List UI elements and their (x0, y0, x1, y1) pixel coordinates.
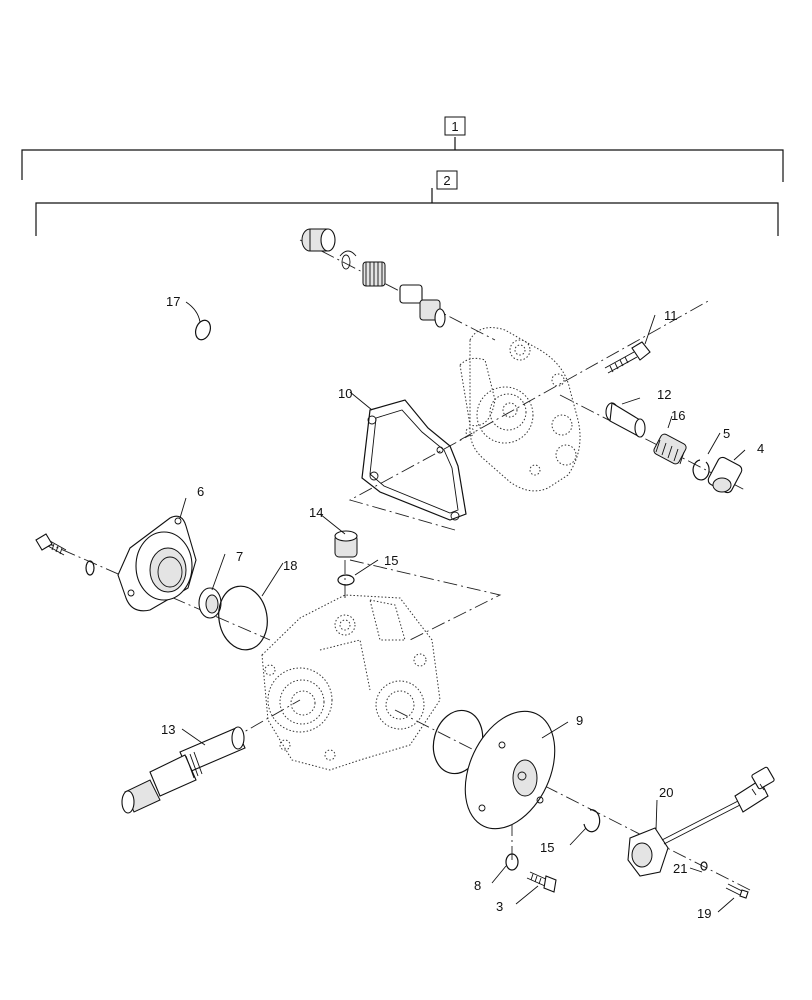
snap-ring-5 (692, 459, 710, 481)
snap-ring-15-lower (583, 809, 601, 833)
pump-body (261, 594, 441, 771)
callout-20: 20 (659, 785, 673, 800)
callout-leaders (179, 301, 746, 913)
callout-3: 3 (496, 899, 503, 914)
callout-5: 5 (723, 426, 730, 441)
o-ring-17 (194, 319, 212, 341)
spring-16 (653, 433, 687, 465)
end-plate-9 (464, 710, 556, 830)
seal-7 (198, 587, 222, 619)
bolt-left (35, 533, 95, 576)
callout-7: 7 (236, 549, 243, 564)
callout-16: 16 (671, 408, 685, 423)
o-ring-15-top (337, 574, 355, 586)
gasket-10 (361, 399, 467, 521)
callout-numbers: 17 11 10 12 16 5 4 6 14 7 15 18 9 13 20 … (161, 294, 764, 921)
end-cover-housing (459, 327, 581, 492)
bolt-11 (604, 341, 651, 374)
shaft-13 (121, 726, 246, 814)
callout-18: 18 (283, 558, 297, 573)
callout-15-top: 15 (384, 553, 398, 568)
callout-9: 9 (576, 713, 583, 728)
callout-8: 8 (474, 878, 481, 893)
assembly-label-2: 2 (443, 173, 450, 188)
callout-11: 11 (664, 308, 678, 323)
callout-21: 21 (673, 861, 687, 876)
callout-14: 14 (309, 505, 323, 520)
washer-8 (505, 853, 519, 871)
callout-13: 13 (161, 722, 175, 737)
callout-4: 4 (757, 441, 764, 456)
o-ring-18 (218, 585, 268, 651)
assembly-label-1: 1 (451, 119, 458, 134)
callout-6: 6 (197, 484, 204, 499)
assembly-bracket-2: 2 (35, 170, 779, 236)
callout-12: 12 (657, 387, 671, 402)
o-ring-21 (700, 861, 708, 871)
screw-19 (725, 883, 749, 899)
valve-spool-stack (301, 228, 446, 328)
callout-10: 10 (338, 386, 352, 401)
callout-19: 19 (697, 906, 711, 921)
callout-15-lower: 15 (540, 840, 554, 855)
assembly-bracket-1: 1 (21, 116, 784, 182)
valve-12 (605, 402, 646, 438)
callout-17: 17 (166, 294, 180, 309)
plug-4 (707, 456, 743, 494)
sensor-20 (627, 766, 775, 877)
plug-14 (334, 530, 358, 558)
bolt-3 (526, 871, 557, 893)
flange-housing-6 (117, 515, 197, 612)
